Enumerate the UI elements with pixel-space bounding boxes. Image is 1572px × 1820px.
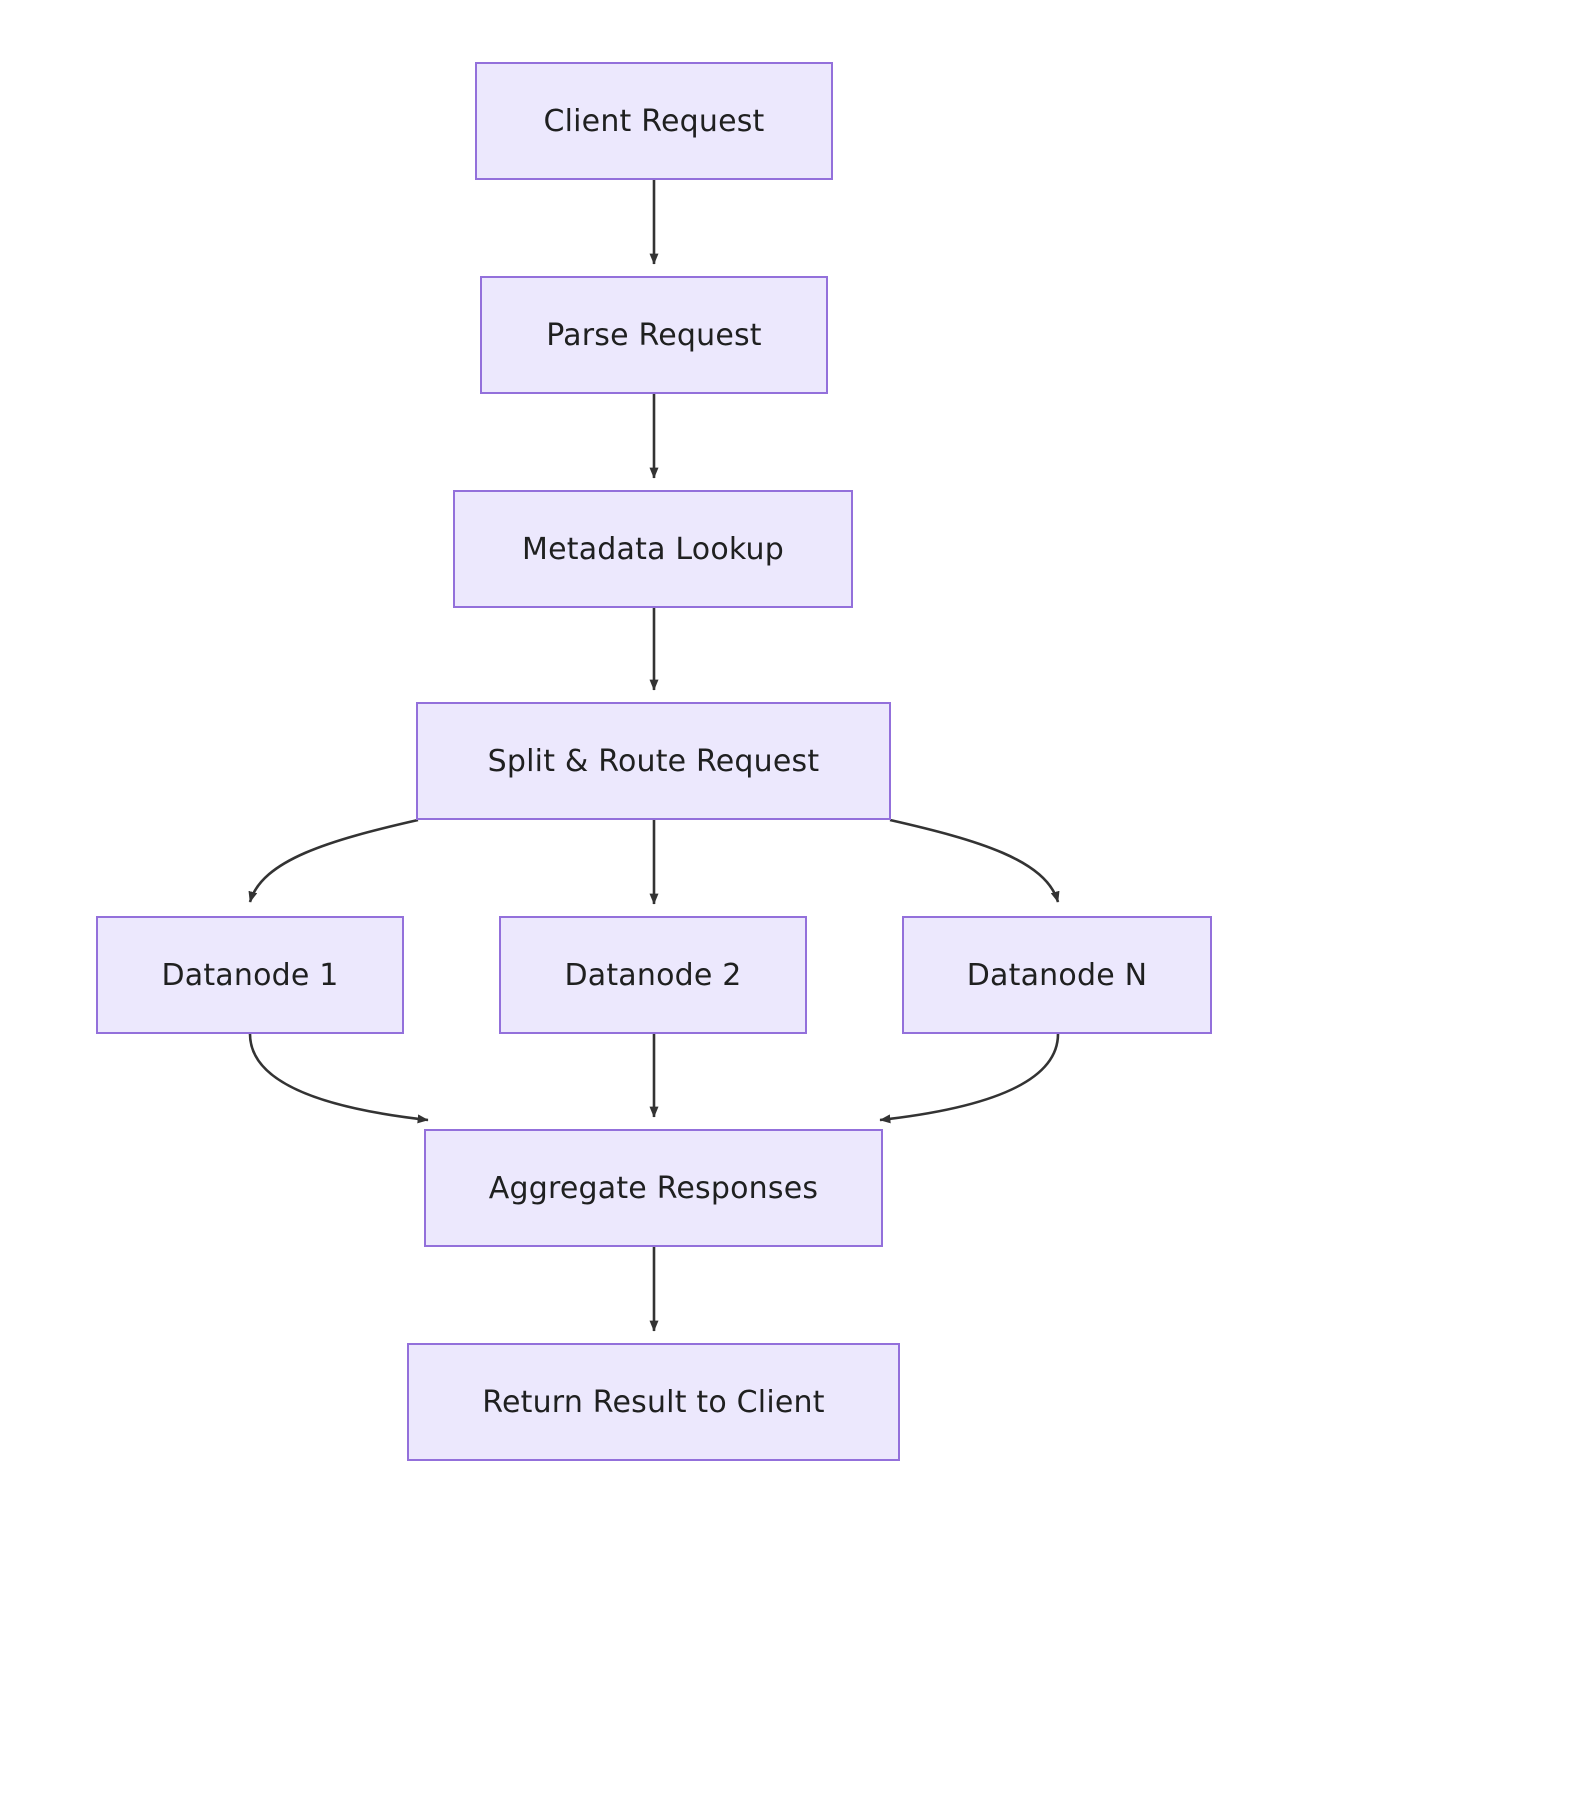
node-datanode-1-label: Datanode 1 — [161, 957, 339, 993]
node-client-request[interactable]: Client Request — [475, 62, 833, 180]
node-aggregate-responses[interactable]: Aggregate Responses — [424, 1129, 883, 1247]
node-metadata-lookup[interactable]: Metadata Lookup — [453, 490, 853, 608]
node-aggregate-responses-label: Aggregate Responses — [488, 1170, 819, 1206]
node-datanode-2[interactable]: Datanode 2 — [499, 916, 807, 1034]
node-return-result-to-client[interactable]: Return Result to Client — [407, 1343, 900, 1461]
node-parse-request-label: Parse Request — [546, 317, 762, 353]
node-metadata-lookup-label: Metadata Lookup — [522, 531, 784, 567]
node-split-route-request-label: Split & Route Request — [487, 743, 820, 779]
edge-datanode-1-to-aggregate — [248, 1033, 429, 1124]
node-datanode-2-label: Datanode 2 — [564, 957, 742, 993]
node-split-route-request[interactable]: Split & Route Request — [416, 702, 891, 820]
edge-split-route-to-datanode-1 — [248, 818, 419, 903]
node-datanode-n-label: Datanode N — [966, 957, 1148, 993]
edge-datanode-n-to-aggregate — [879, 1033, 1060, 1124]
node-parse-request[interactable]: Parse Request — [480, 276, 828, 394]
node-datanode-n[interactable]: Datanode N — [902, 916, 1212, 1034]
node-return-result-to-client-label: Return Result to Client — [482, 1384, 825, 1420]
node-client-request-label: Client Request — [543, 103, 765, 139]
node-datanode-1[interactable]: Datanode 1 — [96, 916, 404, 1034]
edge-split-route-to-datanode-n — [889, 818, 1060, 903]
